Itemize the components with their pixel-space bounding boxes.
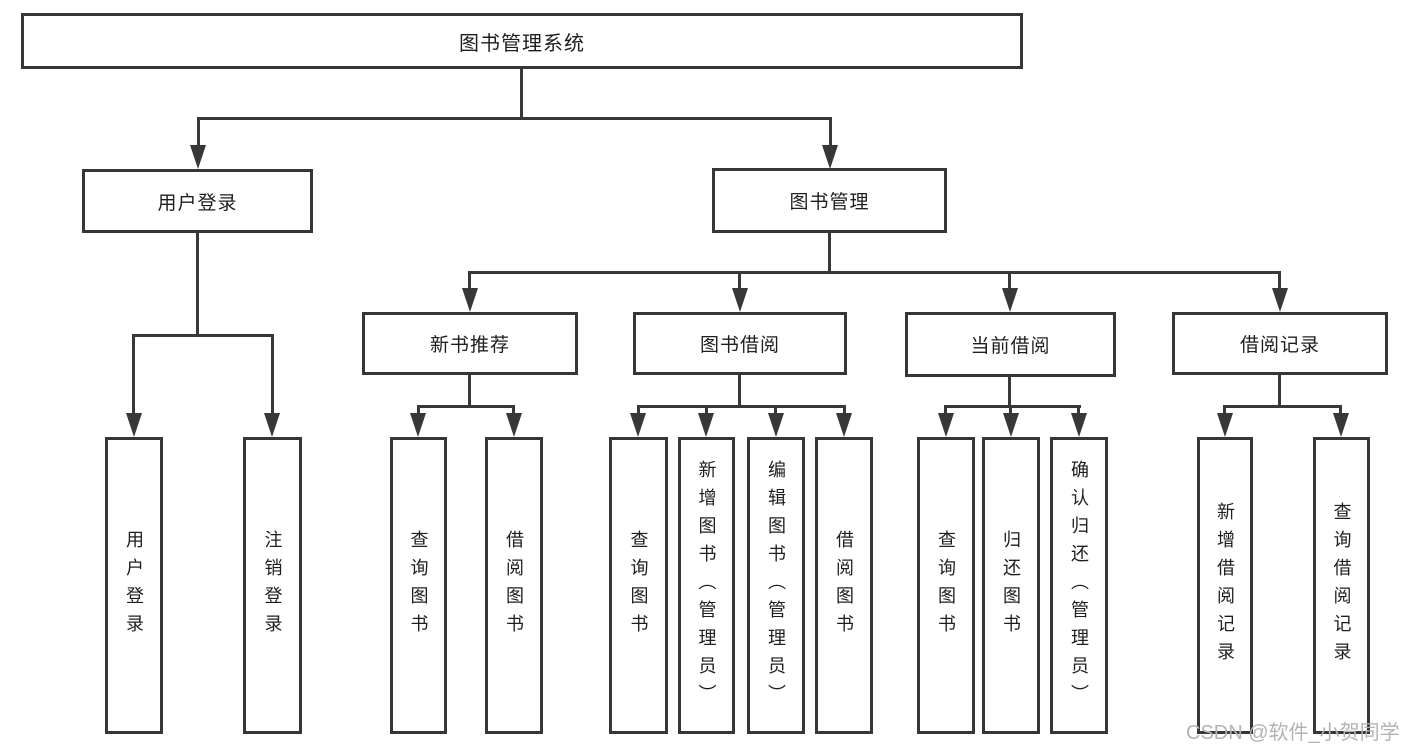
node-label: 图书借阅 bbox=[699, 335, 780, 356]
leaf-label: 新增借阅记录 bbox=[1215, 501, 1235, 670]
arrow-down-icon bbox=[938, 413, 954, 437]
leaf-label: 查询借阅记录 bbox=[1331, 501, 1352, 670]
arrow-down-icon bbox=[1217, 413, 1233, 437]
leaf-edit-books-admin: 编辑图书（管理员） bbox=[747, 437, 805, 734]
leaf-label: 新增图书（管理员） bbox=[696, 459, 717, 712]
arrow-down-icon bbox=[732, 288, 748, 312]
connector-stub bbox=[468, 271, 471, 291]
arrow-down-icon bbox=[1272, 288, 1288, 312]
connector-stub bbox=[774, 405, 777, 415]
leaf-label: 借阅图书 bbox=[504, 529, 524, 642]
connector-stub bbox=[417, 405, 420, 415]
node-library-management-system: 图书管理系统 bbox=[21, 13, 1023, 69]
connector-stub bbox=[843, 405, 846, 415]
arrow-down-icon bbox=[1071, 413, 1087, 437]
connector-root-horizontal bbox=[197, 117, 832, 120]
arrow-down-icon bbox=[822, 145, 838, 169]
connector-stub bbox=[512, 405, 515, 415]
arrow-down-icon bbox=[1333, 413, 1349, 437]
arrow-down-icon bbox=[630, 413, 646, 437]
node-user-login: 用户登录 bbox=[82, 169, 313, 233]
arrow-down-icon bbox=[264, 413, 280, 437]
leaf-query-books-borrowing: 查询图书 bbox=[609, 437, 668, 734]
connector-stub bbox=[1009, 405, 1012, 415]
connector-stub bbox=[944, 405, 947, 415]
connector-book-mgmt-vertical bbox=[828, 231, 831, 274]
node-label: 新书推荐 bbox=[429, 335, 510, 356]
leaf-query-books-recommend: 查询图书 bbox=[390, 437, 447, 734]
arrow-down-icon bbox=[410, 413, 426, 437]
connector-user-login-vertical bbox=[196, 231, 199, 336]
node-label: 用户登录 bbox=[157, 192, 238, 214]
node-label: 当前借阅 bbox=[970, 336, 1051, 357]
leaf-add-books-admin: 新增图书（管理员） bbox=[678, 437, 735, 734]
connector-records-horizontal bbox=[1223, 405, 1342, 408]
leaf-query-books-current: 查询图书 bbox=[917, 437, 975, 734]
leaf-label: 用户登录 bbox=[124, 529, 144, 642]
leaf-label: 确认归还（管理员） bbox=[1069, 459, 1089, 712]
leaf-logout: 注销登录 bbox=[243, 437, 302, 734]
connector-recommend-vertical bbox=[468, 373, 471, 408]
connector-current-horizontal bbox=[944, 405, 1081, 408]
leaf-label: 编辑图书（管理员） bbox=[766, 459, 786, 712]
leaf-return-books: 归还图书 bbox=[982, 437, 1040, 734]
leaf-add-borrow-record: 新增借阅记录 bbox=[1197, 437, 1253, 734]
connector-records-vertical bbox=[1278, 373, 1281, 408]
arrow-down-icon bbox=[1003, 413, 1019, 437]
leaf-confirm-return-admin: 确认归还（管理员） bbox=[1050, 437, 1108, 734]
arrow-down-icon bbox=[1002, 288, 1018, 312]
leaf-borrow-books: 借阅图书 bbox=[815, 437, 873, 734]
leaf-query-borrow-record: 查询借阅记录 bbox=[1313, 437, 1370, 734]
connector-current-vertical bbox=[1008, 375, 1011, 408]
connector-recommend-horizontal bbox=[417, 405, 515, 408]
connector-book-mgmt-horizontal bbox=[468, 271, 1281, 274]
connector-root-vertical bbox=[520, 68, 523, 119]
node-current-borrowing: 当前借阅 bbox=[905, 312, 1116, 377]
leaf-label: 查询图书 bbox=[628, 529, 649, 642]
leaf-label: 查询图书 bbox=[936, 529, 956, 642]
connector-stub bbox=[1077, 405, 1080, 415]
connector-stub bbox=[829, 117, 832, 147]
node-label: 图书管理系统 bbox=[459, 32, 585, 55]
node-book-borrowing: 图书借阅 bbox=[633, 312, 847, 375]
node-book-management: 图书管理 bbox=[712, 168, 947, 233]
node-label: 借阅记录 bbox=[1239, 335, 1320, 356]
arrow-down-icon bbox=[506, 413, 522, 437]
arrow-down-icon bbox=[190, 145, 206, 169]
leaf-borrow-books-recommend: 借阅图书 bbox=[485, 437, 543, 734]
connector-borrowing-vertical bbox=[738, 373, 741, 408]
connector-stub bbox=[637, 405, 640, 415]
leaf-label: 借阅图书 bbox=[834, 529, 854, 642]
connector-stub bbox=[705, 405, 708, 415]
arrow-down-icon bbox=[462, 288, 478, 312]
arrow-down-icon bbox=[698, 413, 714, 437]
leaf-label: 注销登录 bbox=[262, 529, 283, 642]
csdn-watermark: CSDN @软件_小贺同学 bbox=[1186, 722, 1400, 744]
connector-stub bbox=[271, 334, 274, 416]
arrow-down-icon bbox=[126, 413, 142, 437]
connector-stub bbox=[1278, 271, 1281, 291]
connector-stub bbox=[1008, 271, 1011, 291]
connector-user-login-horizontal bbox=[132, 334, 274, 337]
connector-stub bbox=[738, 271, 741, 291]
arrow-down-icon bbox=[836, 413, 852, 437]
connector-stub bbox=[197, 117, 200, 147]
node-borrowing-records: 借阅记录 bbox=[1172, 312, 1388, 375]
arrow-down-icon bbox=[768, 413, 784, 437]
leaf-user-login: 用户登录 bbox=[105, 437, 163, 734]
connector-stub bbox=[1339, 405, 1342, 415]
leaf-label: 归还图书 bbox=[1001, 529, 1021, 642]
connector-borrowing-horizontal bbox=[637, 405, 845, 408]
node-new-book-recommendation: 新书推荐 bbox=[362, 312, 578, 375]
connector-stub bbox=[1223, 405, 1226, 415]
node-label: 图书管理 bbox=[789, 192, 870, 213]
connector-stub bbox=[132, 334, 135, 416]
leaf-label: 查询图书 bbox=[408, 529, 429, 642]
